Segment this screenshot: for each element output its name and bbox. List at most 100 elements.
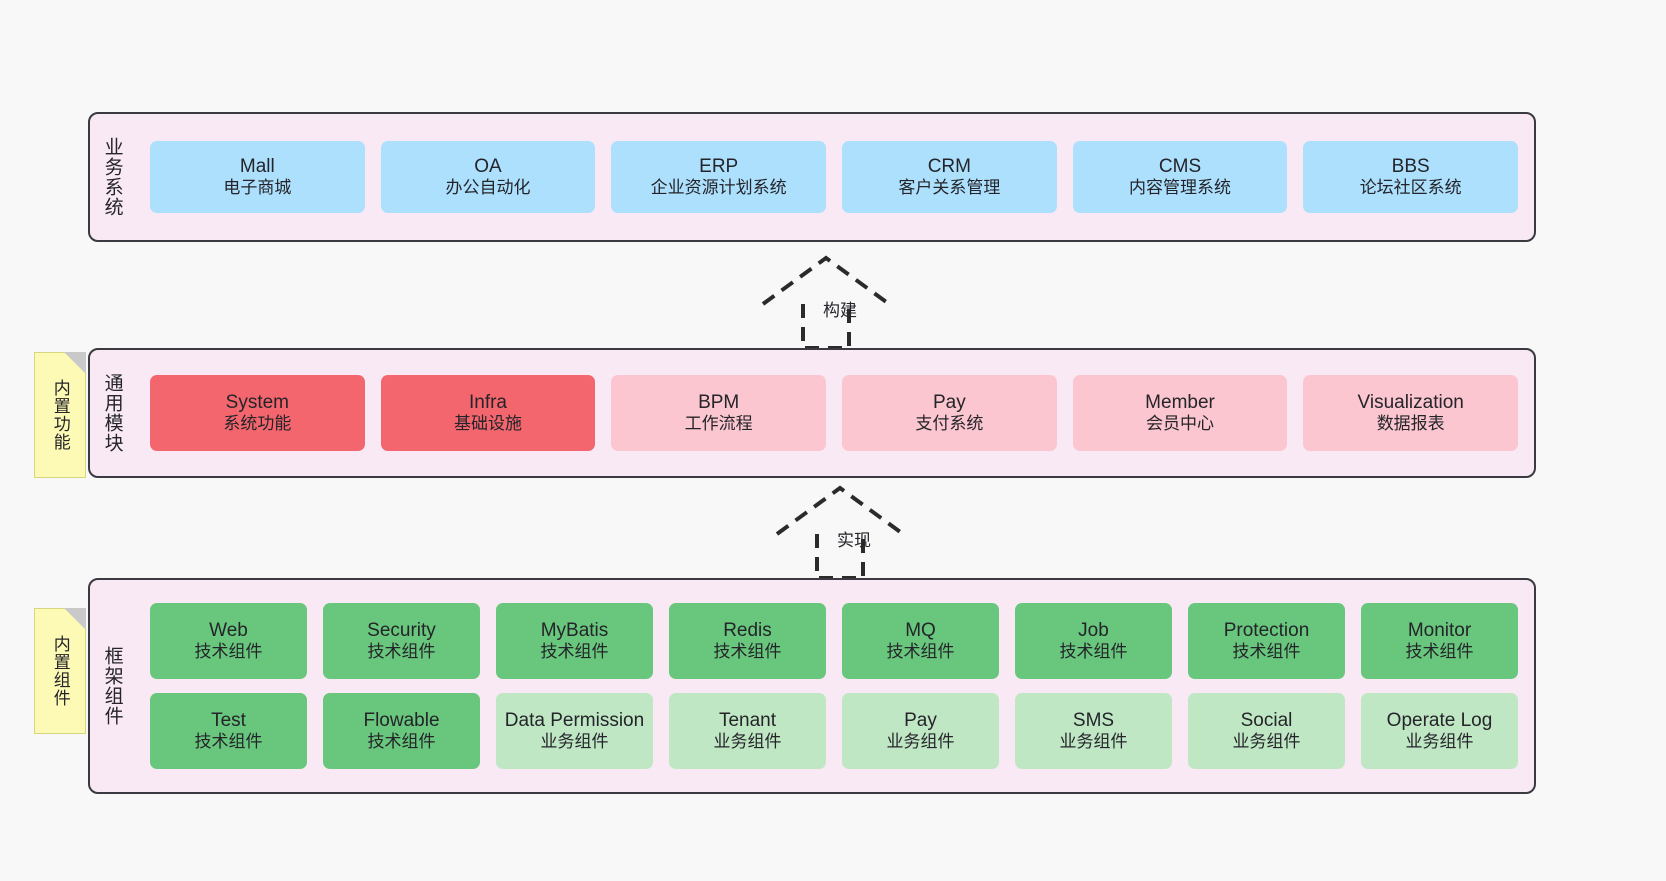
card-subtitle: 论坛社区系统 [1359,178,1462,197]
card-subtitle: 工作流程 [684,414,753,433]
card-title: System [225,391,290,413]
card-job[interactable]: Job 技术组件 [1015,603,1172,679]
card-title: Redis [723,619,772,641]
layer-framework-component: 框架组件 Web 技术组件 Security 技术组件 MyBatis 技术组件… [88,578,1536,794]
card-pay-module[interactable]: Pay 支付系统 [842,375,1057,451]
card-subtitle: 技术组件 [886,642,955,661]
connector-label-build: 构建 [823,301,857,320]
card-title: MyBatis [540,619,609,641]
card-title: Job [1078,619,1109,641]
implement-arrow-icon [775,485,905,580]
layer-title-business-system: 业务系统 [101,137,123,217]
connector-build: 构建 [740,252,940,352]
build-arrow-icon [761,255,891,350]
card-title: CMS [1158,155,1202,177]
card-protection[interactable]: Protection 技术组件 [1188,603,1345,679]
card-subtitle: 会员中心 [1146,414,1215,433]
card-subtitle: 系统功能 [223,414,292,433]
card-title: Test [211,709,246,731]
card-sms[interactable]: SMS 业务组件 [1015,693,1172,769]
card-subtitle: 企业资源计划系统 [650,178,787,197]
card-title: Pay [932,391,966,413]
card-subtitle: 技术组件 [1059,642,1128,661]
connector-implement: 实现 [754,482,954,582]
note-text: 内置功能 [50,379,70,451]
card-subtitle: 办公自动化 [445,178,531,197]
layer-common-module: 通用模块 System 系统功能 Infra 基础设施 BPM 工作流程 Pay… [88,348,1536,478]
card-infra[interactable]: Infra 基础设施 [380,375,596,451]
card-subtitle: 客户关系管理 [898,178,1001,197]
card-mall[interactable]: Mall 电子商城 [150,141,365,213]
card-operate-log[interactable]: Operate Log 业务组件 [1361,693,1518,769]
card-title: Tenant [718,709,777,731]
card-title: Pay [904,709,937,731]
card-subtitle: 内容管理系统 [1129,178,1232,197]
card-monitor[interactable]: Monitor 技术组件 [1361,603,1518,679]
layer-body-common-module: System 系统功能 Infra 基础设施 BPM 工作流程 Pay 支付系统… [134,350,1534,476]
card-subtitle: 技术组件 [367,732,436,751]
card-subtitle: 业务组件 [1232,732,1301,751]
card-row: System 系统功能 Infra 基础设施 BPM 工作流程 Pay 支付系统… [150,375,1519,451]
card-subtitle: 业务组件 [1405,732,1474,751]
card-title: Operate Log [1386,709,1493,731]
card-subtitle: 技术组件 [194,642,263,661]
card-subtitle: 数据报表 [1376,414,1445,433]
card-title: ERP [699,155,739,177]
card-visualization[interactable]: Visualization 数据报表 [1303,375,1519,451]
card-title: Mall [239,155,275,177]
card-subtitle: 电子商城 [223,178,292,197]
card-mq[interactable]: MQ 技术组件 [842,603,999,679]
card-security[interactable]: Security 技术组件 [323,603,480,679]
card-pay-component[interactable]: Pay 业务组件 [842,693,999,769]
card-bpm[interactable]: BPM 工作流程 [611,375,827,451]
card-subtitle: 业务组件 [540,732,609,751]
card-redis[interactable]: Redis 技术组件 [669,603,826,679]
card-mybatis[interactable]: MyBatis 技术组件 [496,603,653,679]
card-title: MQ [905,619,936,641]
note-builtin-features: 内置功能 [34,352,86,478]
card-bbs[interactable]: BBS 论坛社区系统 [1303,141,1519,213]
card-subtitle: 技术组件 [540,642,609,661]
layer-body-business-system: Mall 电子商城 OA 办公自动化 ERP 企业资源计划系统 CRM 客户关系… [134,114,1534,240]
layer-title-common-module: 通用模块 [101,373,123,453]
card-title: OA [474,155,502,177]
card-tenant[interactable]: Tenant 业务组件 [669,693,826,769]
card-test[interactable]: Test 技术组件 [150,693,307,769]
connector-label-implement: 实现 [837,531,871,550]
card-title: Infra [468,391,508,413]
layer-business-system: 业务系统 Mall 电子商城 OA 办公自动化 ERP 企业资源计划系统 CRM… [88,112,1536,242]
card-title: BPM [698,391,740,413]
layer-title-framework-component: 框架组件 [101,646,123,726]
card-title: Social [1240,709,1293,731]
card-data-permission[interactable]: Data Permission 业务组件 [496,693,653,769]
card-row: Test 技术组件 Flowable 技术组件 Data Permission … [150,693,1518,769]
card-crm[interactable]: CRM 客户关系管理 [842,141,1057,213]
card-web[interactable]: Web 技术组件 [150,603,307,679]
card-subtitle: 技术组件 [194,732,263,751]
card-social[interactable]: Social 业务组件 [1188,693,1345,769]
card-subtitle: 技术组件 [1232,642,1301,661]
card-system[interactable]: System 系统功能 [150,375,365,451]
note-text: 内置组件 [50,635,70,707]
card-subtitle: 业务组件 [713,732,782,751]
card-flowable[interactable]: Flowable 技术组件 [323,693,480,769]
card-row: Mall 电子商城 OA 办公自动化 ERP 企业资源计划系统 CRM 客户关系… [150,141,1519,213]
card-title: CRM [927,155,971,177]
card-subtitle: 基础设施 [454,414,522,433]
card-subtitle: 业务组件 [1059,732,1128,751]
card-cms[interactable]: CMS 内容管理系统 [1072,141,1288,213]
card-title: Web [209,619,248,641]
layer-body-framework-component: Web 技术组件 Security 技术组件 MyBatis 技术组件 Redi… [134,580,1534,792]
card-title: Visualization [1357,391,1464,413]
card-oa[interactable]: OA 办公自动化 [380,141,596,213]
card-subtitle: 支付系统 [915,414,984,433]
card-member[interactable]: Member 会员中心 [1072,375,1288,451]
card-title: Member [1145,391,1215,413]
card-title: Protection [1223,619,1310,641]
card-title: Security [367,619,436,641]
card-erp[interactable]: ERP 企业资源计划系统 [611,141,827,213]
card-title: BBS [1391,155,1430,177]
card-row: Web 技术组件 Security 技术组件 MyBatis 技术组件 Redi… [150,603,1518,679]
card-subtitle: 技术组件 [713,642,782,661]
